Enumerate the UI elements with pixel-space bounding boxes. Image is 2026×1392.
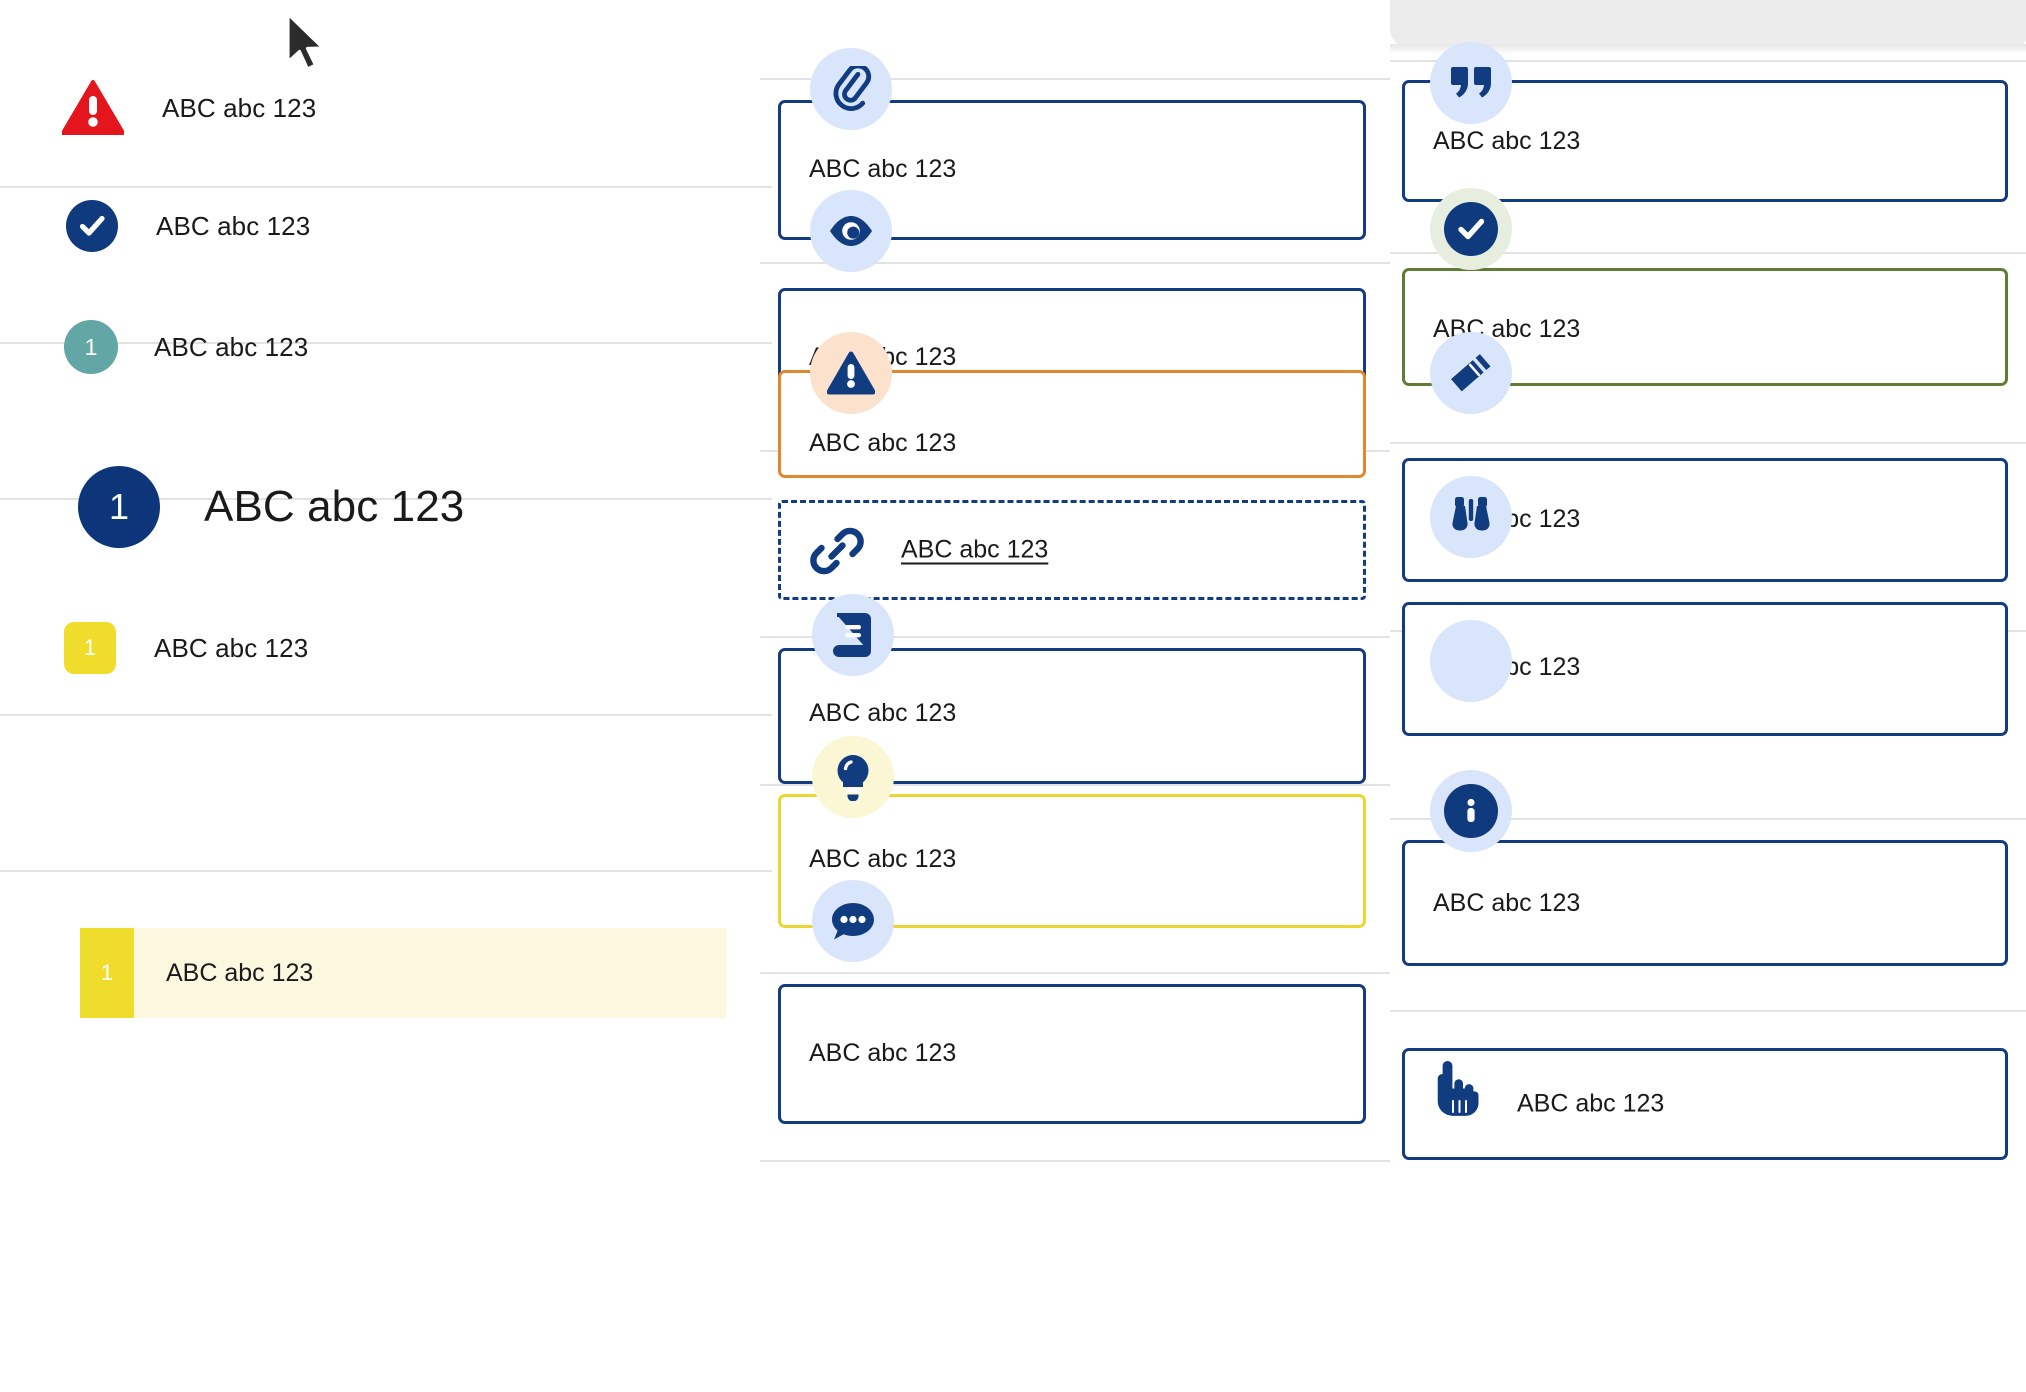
divider [0,870,772,872]
card-hand-pointer[interactable]: ABC abc 123 [1402,1048,2008,1160]
check-circle-icon [66,200,118,252]
background-panel-shadow [1390,44,2026,54]
list-item[interactable]: 1 ABC abc 123 [64,320,308,374]
card-label: ABC abc 123 [1433,889,1581,917]
list-item[interactable]: ABC abc 123 [62,80,316,136]
pencil-icon [1430,332,1512,414]
divider [760,262,1390,264]
card-label: ABC abc 123 [1517,1089,1665,1118]
chat-bubble-icon [812,880,894,962]
number-badge-icon: 1 [80,928,134,1018]
divider [1390,252,2026,254]
list-item-label: ABC abc 123 [166,958,314,987]
divider [1390,818,2026,820]
lightbulb-icon [812,736,894,818]
card-info[interactable]: ABC abc 123 [1402,840,2008,966]
divider [760,784,1390,786]
card-label: ABC abc 123 [809,699,957,727]
number-badge-icon: 1 [78,466,160,548]
card-link-label[interactable]: ABC abc 123 [901,535,1049,564]
card-link[interactable]: ABC abc 123 [778,500,1366,600]
eye-icon [810,190,892,272]
check-disc [1444,202,1498,256]
card-label: ABC abc 123 [809,845,957,873]
divider [0,714,772,716]
info-disc [1444,784,1498,838]
divider [0,498,772,500]
list-item-label: ABC abc 123 [162,92,317,123]
divider [1390,1010,2026,1012]
divider [760,78,1390,80]
quote-icon [1430,42,1512,124]
list-item-label: ABC abc 123 [156,210,311,241]
divider [0,342,772,344]
card-label: ABC abc 123 [809,155,957,183]
warning-triangle-icon [810,332,892,414]
divider [760,972,1390,974]
list-item-selected[interactable]: 1 ABC abc 123 [80,928,726,1018]
divider [760,1160,1390,1162]
number-badge-icon: 1 [64,320,118,374]
list-item-label: ABC abc 123 [204,482,465,531]
check-circle-icon [1430,188,1512,270]
card-chat[interactable]: ABC abc 123 [778,984,1366,1124]
divider [0,186,772,188]
warning-triangle-icon [62,80,124,136]
hand-pointer-icon [1426,1060,1484,1122]
paperclip-icon [810,48,892,130]
card-label: ABC abc 123 [1433,127,1581,155]
binoculars-icon [1430,476,1512,558]
divider [760,636,1390,638]
list-item-label: ABC abc 123 [154,331,309,362]
list-item-featured[interactable]: 1 ABC abc 123 [78,466,464,548]
left-list-column: ABC abc 123 ABC abc 123 1 ABC abc 123 1 … [0,0,772,1392]
info-circle-icon [1430,770,1512,852]
card-label: ABC abc 123 [809,1039,957,1067]
link-icon [806,522,868,580]
divider [1390,442,2026,444]
list-item-label: ABC abc 123 [154,632,309,663]
divider [1390,60,2026,62]
list-item[interactable]: 1 ABC abc 123 [64,622,308,674]
book-icon [812,594,894,676]
card-label: ABC abc 123 [809,429,957,457]
number-badge-icon: 1 [64,622,116,674]
binoculars-spacer [1430,620,1512,702]
background-panel [1390,0,2026,50]
list-item[interactable]: ABC abc 123 [66,200,310,252]
